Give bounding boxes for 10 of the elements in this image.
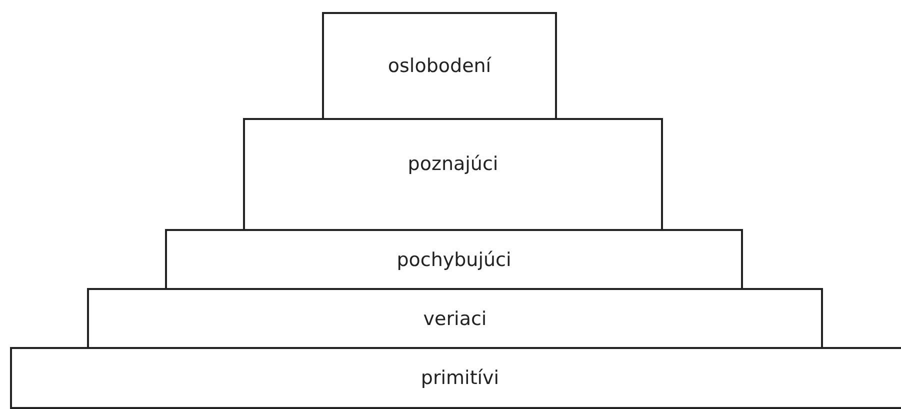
level-label: poznajúci [408, 152, 498, 174]
level-label: veriaci [423, 308, 487, 330]
level-label: primitívi [420, 367, 500, 389]
pyramid-level-box [87, 288, 823, 349]
level-label: oslobodení [388, 55, 492, 77]
pyramid-level-box [322, 12, 557, 120]
pyramid-level-box [165, 229, 743, 290]
level-label: pochybujúci [396, 248, 512, 270]
pyramid-level-box [243, 118, 663, 231]
pyramid-level-box [10, 347, 901, 409]
